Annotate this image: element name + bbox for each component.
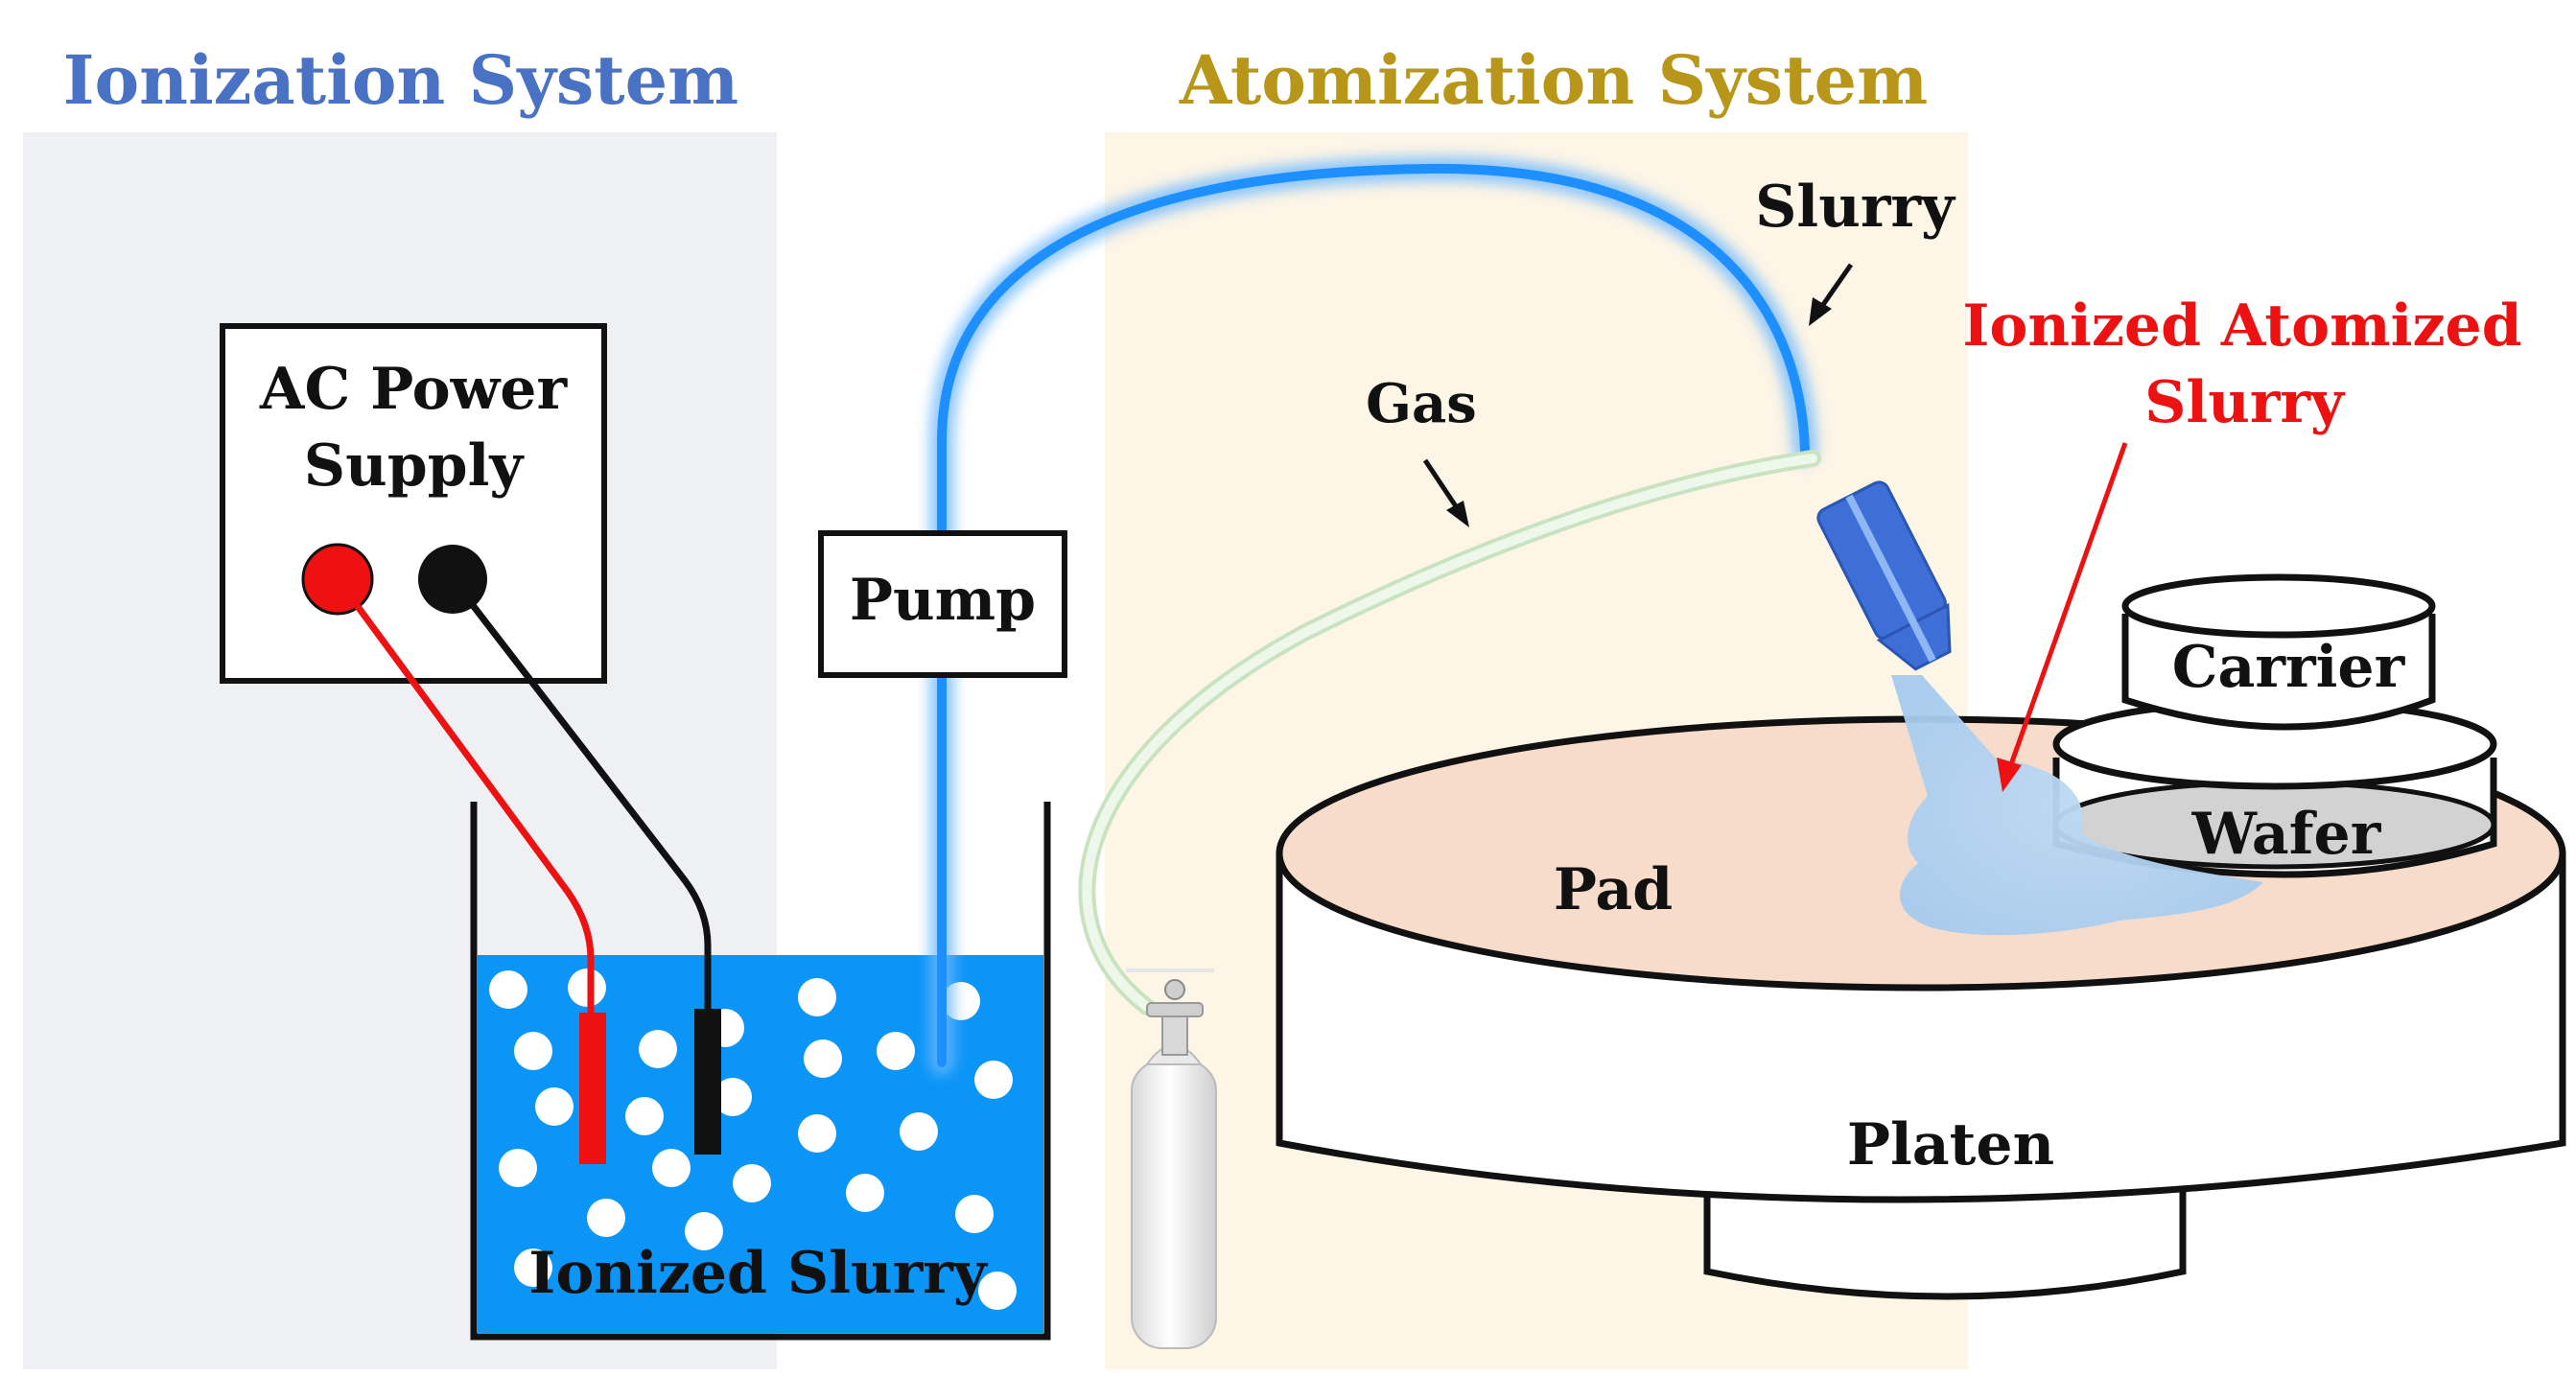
liquid-bubbles xyxy=(489,969,1017,1310)
black-electrode xyxy=(694,1009,721,1155)
ionized-atomized-label-line2: Slurry xyxy=(2144,369,2346,436)
gas-cylinder xyxy=(1126,969,1217,1349)
ionized-atomized-label-line1: Ionized Atomized xyxy=(1962,292,2521,360)
carrier-assembly: Carrier Wafer xyxy=(2052,573,2497,878)
slurry-tube xyxy=(937,163,1810,1067)
ionized-slurry-label: Ionized Slurry xyxy=(528,1240,989,1307)
pump: Pump xyxy=(818,530,1067,678)
atomization-system-title: Atomization System xyxy=(1179,40,1928,120)
wafer-label: Wafer xyxy=(2191,801,2382,868)
slurry-arrow xyxy=(1809,263,1854,326)
gas-arrow xyxy=(1422,458,1469,527)
carrier-label: Carrier xyxy=(2172,634,2406,701)
red-wire xyxy=(335,576,595,1013)
gas-tube xyxy=(1082,454,1817,1012)
ac-power-supply: AC Power Supply xyxy=(220,323,607,684)
gas-label: Gas xyxy=(1366,372,1477,435)
pump-label: Pump xyxy=(850,567,1036,634)
slurry-tube-label: Slurry xyxy=(1755,174,1956,241)
red-electrode xyxy=(579,1013,606,1164)
ionization-system-title: Ionization System xyxy=(63,40,738,120)
ac-power-label-line1: AC Power xyxy=(259,356,569,423)
atomized-spray xyxy=(1891,675,2263,936)
black-wire xyxy=(450,576,712,1009)
platen-label: Platen xyxy=(1847,1111,2054,1179)
pad-label: Pad xyxy=(1554,856,1673,923)
slurry-tank xyxy=(470,802,1051,1341)
ionized-atomized-arrow xyxy=(1997,442,2128,792)
ac-power-label-line2: Supply xyxy=(304,432,526,500)
nozzle xyxy=(1816,480,1952,671)
